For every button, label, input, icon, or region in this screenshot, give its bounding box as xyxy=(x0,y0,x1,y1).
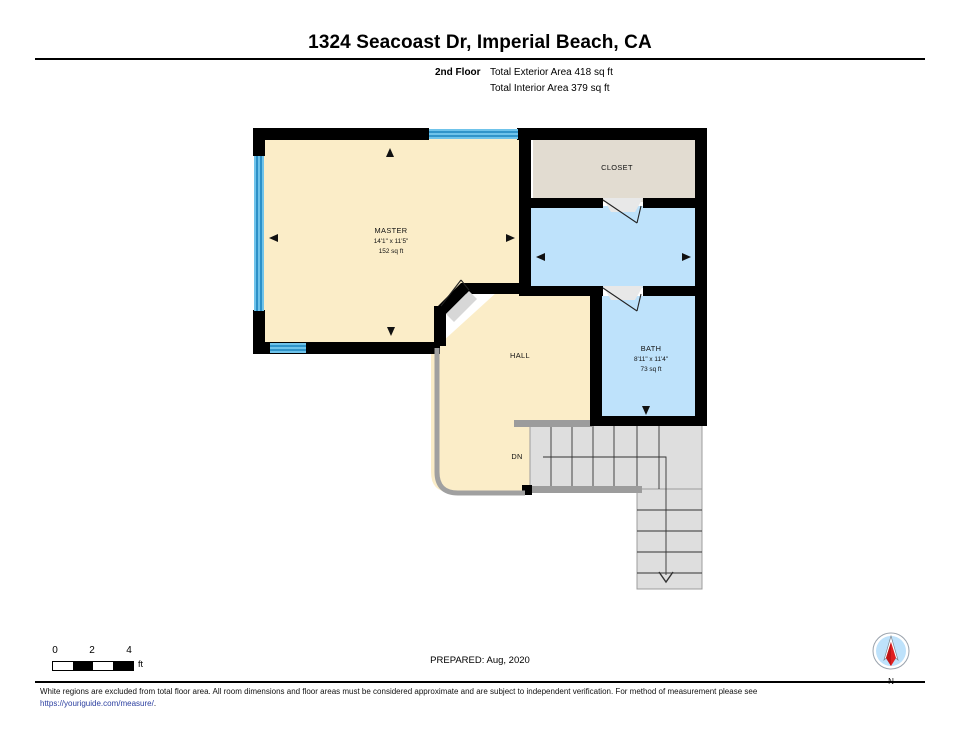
marker-arrow-bath-right xyxy=(682,253,691,261)
wall-top-right xyxy=(517,128,707,140)
window-left xyxy=(254,156,264,311)
marker-arrow-left xyxy=(269,234,278,242)
wall-top-left xyxy=(253,128,429,140)
wall-closet-bottom-right xyxy=(643,198,707,208)
stairs-risers-lower xyxy=(637,509,702,574)
marker-arrow-master-right xyxy=(506,234,515,242)
disclaimer-text: White regions are excluded from total fl… xyxy=(40,687,758,708)
area-summary: 2nd Floor Total Exterior Area 418 sq ft … xyxy=(0,65,960,97)
doors xyxy=(440,198,643,322)
room-label-master: MASTER xyxy=(375,226,408,235)
stairs-ledge-bottom xyxy=(526,486,642,493)
wall-bath-upper-bottom-left xyxy=(519,286,603,296)
marker-arrow-bath-left xyxy=(536,253,545,261)
door-leaf-bath xyxy=(636,293,642,312)
stairs-lower-flight xyxy=(636,488,703,590)
scale-segment-dark-2 xyxy=(113,662,133,670)
room-label-hall: HALL xyxy=(510,351,530,360)
staircase xyxy=(514,420,703,590)
door-swing-bath xyxy=(602,287,638,312)
room-fill-master xyxy=(259,134,525,346)
walls xyxy=(253,128,707,495)
wall-bath-upper-bottom-right xyxy=(643,286,707,296)
direction-markers xyxy=(269,148,691,415)
wall-newel-post xyxy=(522,485,532,495)
floor-plan-drawing: MASTER 14'1" x 11'5" 152 sq ft CLOSET BA… xyxy=(0,120,960,610)
window-bottom-left xyxy=(270,343,306,353)
wall-hall-top-stub xyxy=(461,283,521,294)
prepared-date: PREPARED: Aug, 2020 xyxy=(430,655,530,666)
marker-arrow-master-bottom xyxy=(387,327,395,336)
footer-divider xyxy=(35,681,925,683)
scale-unit-label: ft xyxy=(138,659,144,669)
compass-icon xyxy=(872,632,910,670)
marker-arrow-top xyxy=(386,148,394,157)
scale-tick-2: 2 xyxy=(89,645,95,656)
stairs-direction-line xyxy=(543,456,667,575)
exterior-area-label: Total Exterior Area 418 sq ft xyxy=(490,67,613,78)
page-title: 1324 Seacoast Dr, Imperial Beach, CA xyxy=(308,32,652,53)
disclaimer-body: White regions are excluded from total fl… xyxy=(40,687,758,696)
stairs-down-arrow-icon xyxy=(658,571,674,584)
room-fill-bath-lower xyxy=(600,296,701,424)
wall-right-exterior xyxy=(695,128,707,424)
wall-hall-angle-foot xyxy=(434,306,446,346)
scale-tick-0: 0 xyxy=(52,645,58,656)
scale-segment-dark-1 xyxy=(73,662,93,670)
measure-method-link[interactable]: https://youriguide.com/measure/ xyxy=(40,698,154,708)
scale-tick-4: 4 xyxy=(126,645,132,656)
door-opening-closet xyxy=(603,198,643,212)
room-area-master: 152 sq ft xyxy=(379,248,404,255)
windows xyxy=(254,129,518,353)
room-label-bath: BATH xyxy=(641,344,662,353)
window-top xyxy=(429,129,518,139)
door-opening-bath xyxy=(603,286,643,300)
wall-master-right xyxy=(519,128,531,293)
scale-bar: 0 2 4 ft xyxy=(52,645,162,677)
wall-closet-bottom-left xyxy=(519,198,603,208)
wall-hall-curved xyxy=(434,348,525,496)
scale-bar-body xyxy=(52,661,134,671)
room-fill-bath-upper xyxy=(525,206,701,288)
wall-master-bottom-2 xyxy=(305,342,440,354)
interior-area-label: Total Interior Area 379 sq ft xyxy=(490,83,610,94)
marker-arrow-bath-bottom xyxy=(642,406,650,415)
title-divider xyxy=(35,58,925,60)
summary-row-interior: 2nd Floor Total Interior Area 379 sq ft xyxy=(0,81,960,97)
room-fill-closet xyxy=(533,134,701,202)
scale-ticks: 0 2 4 xyxy=(52,645,162,658)
room-dim-bath: 8'11" x 11'4" xyxy=(634,356,668,363)
stairs-label-dn: DN xyxy=(511,452,522,461)
door-leaf-closet xyxy=(636,205,642,224)
door-opening-master xyxy=(446,291,477,322)
door-swing-closet xyxy=(602,199,638,224)
room-fill-hall xyxy=(431,292,593,492)
wall-bath-bottom xyxy=(590,416,707,426)
room-labels: MASTER 14'1" x 11'5" 152 sq ft CLOSET BA… xyxy=(374,163,668,461)
wall-left-top-stub xyxy=(253,128,265,156)
door-leaf-master xyxy=(460,279,470,291)
summary-row-exterior: 2nd Floor Total Exterior Area 418 sq ft xyxy=(0,65,960,81)
door-swing-master xyxy=(440,279,462,307)
compass-rose: N xyxy=(860,630,922,688)
room-dim-master: 14'1" x 11'5" xyxy=(374,238,409,245)
wall-hall-bath-divider xyxy=(590,286,602,426)
room-label-closet: CLOSET xyxy=(601,163,633,172)
floor-label: 2nd Floor xyxy=(435,67,481,78)
stairs-ledge-top xyxy=(514,420,594,427)
floor-plan-svg: MASTER 14'1" x 11'5" 152 sq ft CLOSET BA… xyxy=(253,128,707,590)
room-area-bath: 73 sq ft xyxy=(641,366,662,373)
